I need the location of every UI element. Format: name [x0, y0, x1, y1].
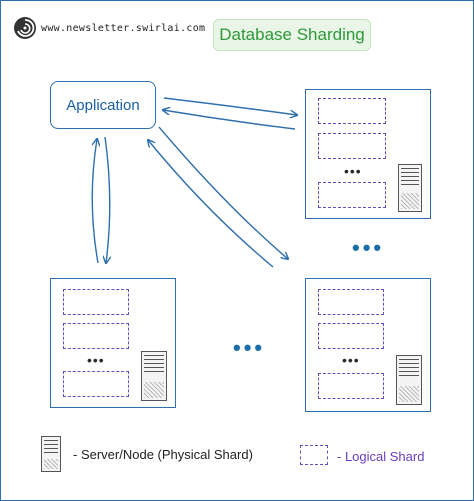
- logical-shard: [318, 133, 386, 159]
- shard-ellipsis: •••: [342, 352, 360, 368]
- node-top-right: •••: [305, 89, 431, 219]
- logical-shard: [318, 182, 386, 208]
- logical-shard: [63, 323, 129, 349]
- arrow-to-top-right: [163, 97, 297, 115]
- site-url: www.newsletter.swirlai.com: [41, 23, 206, 34]
- logical-shard: [318, 98, 386, 124]
- server-icon: [398, 164, 422, 212]
- legend-shard-icon: [300, 445, 328, 465]
- logical-shard: [63, 371, 129, 397]
- diagram-title: Database Sharding: [213, 19, 371, 51]
- logical-shard: [318, 323, 384, 349]
- node-bottom-right: •••: [305, 278, 431, 412]
- legend-shard-label: - Logical Shard: [337, 449, 425, 464]
- arrow-from-bottom-right: [148, 140, 274, 268]
- server-icon: [396, 355, 422, 405]
- application-box: Application: [50, 81, 156, 129]
- legend-server-icon: [41, 436, 61, 472]
- shard-ellipsis: •••: [87, 352, 105, 368]
- legend-server-label: - Server/Node (Physical Shard): [73, 447, 253, 462]
- logical-shard: [63, 289, 129, 315]
- logical-shard: [318, 373, 384, 399]
- node-bottom-left: •••: [50, 278, 176, 408]
- server-icon: [141, 351, 167, 401]
- arrow-from-bottom-left: [91, 139, 98, 264]
- more-nodes-ellipsis: •••: [233, 335, 266, 360]
- arrow-to-bottom-right: [158, 126, 288, 259]
- arrow-to-bottom-left: [105, 136, 110, 263]
- logical-shard: [318, 289, 384, 315]
- shard-ellipsis: •••: [344, 163, 362, 179]
- more-nodes-ellipsis: •••: [352, 235, 385, 260]
- arrow-from-top-right: [163, 110, 296, 130]
- swirl-logo-icon: [14, 17, 36, 39]
